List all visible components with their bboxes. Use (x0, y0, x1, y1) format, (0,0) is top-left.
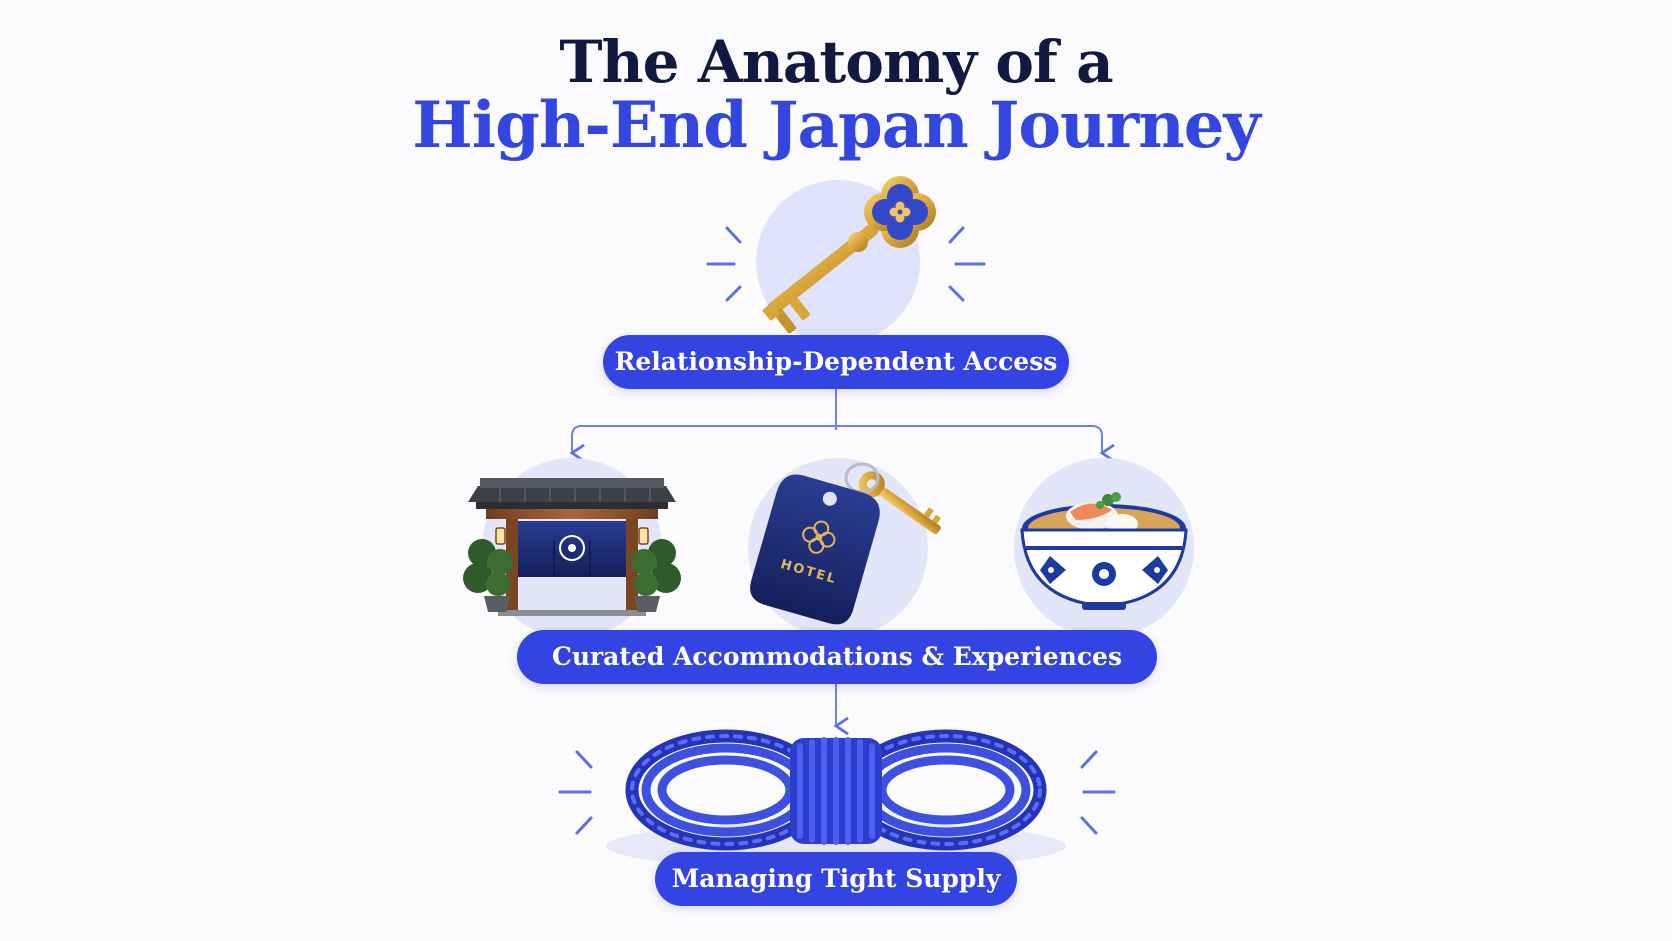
sparkle-rope-left (558, 750, 593, 835)
hotel-key-illustration: HOTEL (748, 458, 941, 638)
rope-coil-icon (625, 729, 1047, 851)
ryokan-gate-illustration (463, 458, 681, 638)
rope-coil-illustration (558, 729, 1116, 870)
connectors (569, 389, 1115, 736)
node-curated-experiences: Curated Accommodations & Experiences (517, 630, 1157, 684)
connector-branch-left (569, 425, 836, 463)
title-line-1: The Anatomy of a (559, 28, 1113, 96)
node-managing-supply: Managing Tight Supply (655, 852, 1017, 906)
title-line-2: High-End Japan Journey (412, 88, 1260, 163)
food-bowl-illustration (1014, 458, 1194, 638)
hotel-key-icon: HOTEL (750, 462, 941, 625)
node-relationship-access: Relationship-Dependent Access (603, 335, 1069, 389)
food-bowl-icon (1020, 492, 1188, 610)
sparkle-left (706, 226, 742, 302)
connector-branch-right (836, 425, 1115, 463)
sparkle-rope-right (1080, 750, 1116, 835)
key-icon (762, 176, 936, 334)
sparkle-right (948, 226, 986, 302)
ryokan-gate-icon (463, 478, 681, 616)
key-illustration (706, 176, 986, 344)
